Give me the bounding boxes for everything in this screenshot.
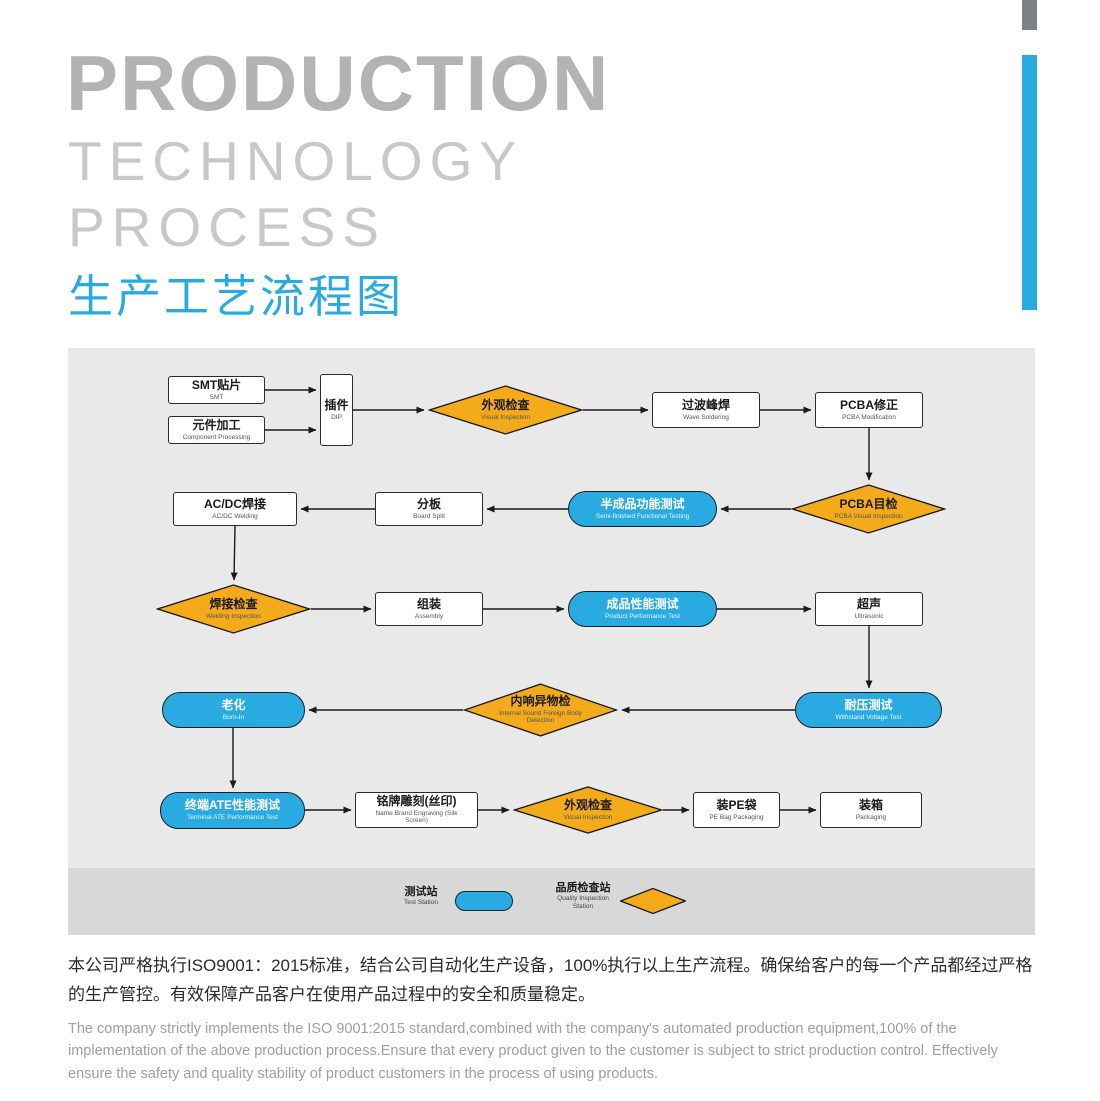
node-subtitle: Assembly: [414, 612, 444, 620]
node-product-performance-test: 成品性能测试 Product Performance Test: [568, 591, 717, 627]
node-subtitle: Packaging: [855, 813, 887, 821]
node-component-processing: 元件加工 Component Processing: [168, 416, 265, 444]
node-title: 外观检查: [563, 797, 612, 812]
diamond-shape: [428, 385, 583, 435]
legend-bar: 测试站 Test Station 品质检查站 Quality Inspectio…: [68, 868, 1035, 935]
legend-quality-station-shape: [620, 888, 686, 914]
node-subtitle: PCBA Visual Inspection: [834, 512, 903, 520]
node-title: 耐压测试: [844, 697, 893, 712]
node-title: 分板: [416, 496, 441, 511]
node-subtitle: Visual Inspection: [480, 413, 531, 421]
node-title: 老化: [221, 697, 246, 712]
node-title: 焊接检查: [209, 596, 258, 611]
diamond-shape: [156, 584, 311, 634]
node-subtitle: PE Bag Packaging: [709, 813, 764, 821]
node-subtitle: Board Split: [413, 512, 445, 520]
flow-arrows: [229, 386, 873, 814]
node-packaging: 装箱 Packaging: [820, 792, 922, 828]
legend-subtitle: Test Station: [404, 899, 438, 907]
node-title: 元件加工: [192, 417, 241, 432]
node-subtitle: Burn-In: [222, 713, 245, 721]
diamond-shape: [791, 484, 946, 534]
node-assembly: 组装 Assembly: [375, 592, 483, 626]
page-title-process: PROCESS: [68, 196, 386, 258]
node-title: 成品性能测试: [606, 596, 679, 611]
top-right-gray-bar: [1022, 0, 1037, 30]
node-ultrasonic: 超声 Ultrasonic: [815, 592, 923, 626]
footer: 本公司严格执行ISO9001：2015标准，结合公司自动化生产设备，100%执行…: [68, 952, 1038, 1085]
node-subtitle: Semi-finished Functional Testing: [595, 512, 690, 520]
right-blue-accent-bar: [1022, 55, 1037, 310]
node-subtitle: Welding Inspection: [206, 612, 261, 620]
node-smt: SMT贴片 SMT: [168, 376, 265, 404]
node-pcba-visual-inspection: PCBA目检 PCBA Visual Inspection: [791, 484, 946, 534]
node-burn-in: 老化 Burn-In: [162, 692, 305, 728]
footer-paragraph-cn: 本公司严格执行ISO9001：2015标准，结合公司自动化生产设备，100%执行…: [68, 956, 1033, 1004]
legend-title: 品质检查站: [555, 882, 611, 894]
node-subtitle: Ultrasonic: [854, 612, 884, 620]
node-withstand-voltage-test: 耐压测试 Withstand Voltage Test: [795, 692, 942, 728]
node-title: SMT贴片: [191, 377, 242, 392]
footer-paragraph-en: The company strictly implements the ISO …: [68, 1020, 998, 1082]
node-welding-inspection: 焊接检查 Welding Inspection: [156, 584, 311, 634]
node-subtitle: Name Brand Engraving (Silk Screen): [375, 809, 458, 825]
node-title: 组装: [416, 596, 441, 611]
node-wave-soldering: 过波峰焊 Wave Soldering: [652, 392, 760, 428]
page-title-technology: TECHNOLOGY: [68, 130, 524, 192]
node-internal-sound-foreign-body-detection: 内响异物检 Internal Sound Foreign Body Detect…: [463, 683, 618, 737]
node-terminal-ate-performance-test: 终端ATE性能测试 Terminal ATE Performance Test: [160, 792, 305, 829]
legend-title: 测试站: [404, 886, 438, 898]
page-title-production: PRODUCTION: [66, 39, 611, 127]
node-subtitle: SMT: [209, 393, 224, 401]
node-title: 外观检查: [481, 397, 530, 412]
legend-test-station-shape: [455, 891, 513, 911]
legend-quality-station-label: 品质检查站 Quality Inspection Station: [548, 882, 618, 911]
node-title: 装箱: [858, 797, 883, 812]
node-title: 铭牌雕刻(丝印): [376, 794, 457, 809]
node-acdc-welding: AC/DC焊接 AC/DC Welding: [173, 492, 297, 526]
node-title: 装PE袋: [716, 797, 757, 812]
node-subtitle: Component Processing: [182, 433, 251, 441]
node-board-split: 分板 Board Split: [375, 492, 483, 526]
node-subtitle: Internal Sound Foreign Body Detection: [499, 709, 582, 725]
flowchart-area: SMT贴片 SMT 元件加工 Component Processing 插件 D…: [68, 348, 1035, 868]
diamond-shape: [513, 786, 663, 834]
node-subtitle: Withstand Voltage Test: [835, 713, 902, 721]
node-title: 插件: [324, 397, 349, 412]
diamond-shape: [463, 683, 618, 737]
node-pcba-modification: PCBA修正 PCBA Modification: [815, 392, 923, 428]
node-title: 终端ATE性能测试: [184, 798, 281, 813]
node-title: 过波峰焊: [681, 397, 730, 412]
node-subtitle: AC/DC Welding: [212, 512, 258, 520]
node-subtitle: Wave Soldering: [683, 413, 729, 421]
node-semi-finished-functional-testing: 半成品功能测试 Semi-finished Functional Testing: [568, 491, 717, 527]
legend-subtitle: Quality Inspection Station: [557, 895, 609, 910]
node-name-brand-engraving: 铭牌雕刻(丝印) Name Brand Engraving (Silk Scre…: [355, 792, 478, 828]
node-visual-inspection-2: 外观检查 Visual Inspection: [513, 786, 663, 834]
node-dip: 插件 DIP: [320, 374, 353, 446]
node-title: PCBA目检: [839, 496, 898, 511]
node-subtitle: Visual Inspection: [563, 813, 613, 821]
node-pe-bag-packaging: 装PE袋 PE Bag Packaging: [693, 792, 780, 828]
node-subtitle: Terminal ATE Performance Test: [187, 814, 278, 822]
node-title: AC/DC焊接: [204, 496, 266, 511]
node-title: 半成品功能测试: [600, 496, 685, 511]
page-subtitle-chinese: 生产工艺流程图: [68, 271, 405, 322]
node-visual-inspection-1: 外观检查 Visual Inspection: [428, 385, 583, 435]
node-title: 超声: [856, 596, 881, 611]
node-subtitle: PCBA Modification: [842, 413, 896, 421]
legend-test-station-label: 测试站 Test Station: [390, 886, 452, 907]
node-subtitle: DIP: [331, 413, 342, 421]
node-title: PCBA修正: [839, 397, 898, 412]
node-subtitle: Product Performance Test: [604, 612, 681, 620]
node-title: 内响异物检: [510, 694, 571, 709]
